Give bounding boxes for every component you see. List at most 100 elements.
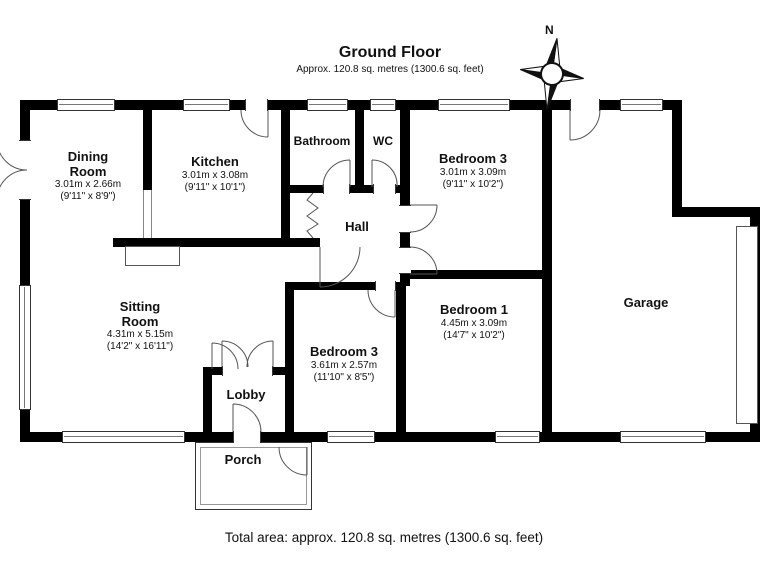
window-dining: [57, 99, 115, 111]
room-dims-imperial: (11'10" x 8'5"): [313, 371, 375, 383]
room-label-bedroom3-bottom: Bedroom 3 3.61m x 2.57m (11'10" x 8'5"): [284, 344, 404, 384]
door-gap-lobby-double: [222, 366, 273, 376]
door-arc-bedroom3-bottom: [367, 289, 396, 318]
wall-lobby-top-right: [273, 367, 294, 375]
door-arc-hall-south: [319, 246, 361, 288]
room-name: Bathroom: [293, 134, 351, 148]
room-name: Bedroom 3: [439, 151, 507, 166]
window-garage-top: [620, 99, 663, 111]
room-dims-metric: 3.01m x 2.66m: [54, 179, 122, 191]
fireplace: [125, 246, 180, 266]
wall-lobby-left: [203, 367, 212, 432]
room-dims-imperial: (9'11" x 10'2"): [442, 178, 504, 190]
room-name: Garage: [623, 295, 669, 310]
room-label-garage: Garage: [596, 295, 696, 311]
wall-dining-kitchen: [143, 110, 152, 190]
door-gap-bedroom3-bottom: [375, 281, 396, 291]
wall-bedroom3b-left: [285, 282, 294, 432]
room-dims-metric: 3.01m x 3.09m: [439, 166, 507, 178]
room-label-porch: Porch: [208, 452, 278, 468]
window-sitting-bottom: [62, 431, 185, 443]
room-label-bathroom: Bathroom: [285, 134, 359, 148]
door-gap-bedroom3-top: [399, 205, 411, 233]
wall-left: [20, 100, 30, 442]
wall-bathroom-bottom-left: [290, 185, 323, 193]
door-arc-lobby-right: [246, 340, 274, 368]
room-dims-metric: 3.61m x 2.57m: [310, 359, 378, 371]
room-label-dining: Dining Room 3.01m x 2.66m (9'11" x 8'9"): [33, 149, 143, 203]
window-bedroom1: [495, 431, 540, 443]
wall-top: [20, 100, 682, 110]
wall-kitchen-bottom: [113, 238, 320, 247]
door-gap-bathroom: [323, 184, 350, 194]
room-dims-imperial: (9'11" x 10'1"): [184, 181, 246, 193]
room-dims-metric: 3.01m x 3.08m: [181, 169, 249, 181]
window-bedroom3-bottom: [327, 431, 375, 443]
room-dims-metric: 4.31m x 5.15m: [106, 329, 174, 341]
door-gap-kitchen-back: [245, 99, 268, 111]
wall-hall-east-a: [400, 110, 410, 205]
garage-door: [736, 226, 758, 424]
wall-bathroom-wc-divider: [355, 110, 364, 193]
window-kitchen: [183, 99, 230, 111]
plan-subtitle: Approx. 120.8 sq. metres (1300.6 sq. fee…: [296, 63, 484, 75]
wall-bottom: [20, 432, 760, 442]
wall-wc-bottom-left: [364, 185, 373, 193]
wall-garage-right-upper: [672, 100, 682, 217]
door-gap-french-doors: [19, 140, 31, 200]
window-bedroom3-top: [438, 99, 510, 111]
compass-rose-icon: N: [520, 23, 584, 110]
door-gap-lobby-porch: [233, 431, 261, 443]
room-label-bedroom3-top: Bedroom 3 3.01m x 3.09m (9'11" x 10'2"): [408, 151, 538, 191]
room-name: Porch: [224, 452, 262, 467]
room-label-wc: WC: [362, 134, 404, 148]
door-arc-kitchen-back: [240, 109, 269, 138]
window-garage-bottom: [620, 431, 706, 443]
room-label-sitting: Sitting Room 4.31m x 5.15m (14'2" x 16'1…: [75, 299, 205, 353]
total-area-text: Total area: approx. 120.8 sq. metres (13…: [224, 530, 544, 545]
room-name: Bedroom 1: [440, 302, 508, 317]
wall-bedroom-divider: [405, 270, 552, 279]
room-name: Hall: [345, 219, 369, 234]
opening-dining-kitchen: [143, 190, 152, 238]
door-gap-garage-side: [570, 99, 600, 111]
wall-lobby-top-left: [203, 367, 222, 375]
wall-kitchen-right: [281, 110, 290, 247]
plan-title: Ground Floor: [338, 44, 442, 61]
room-name: Dining: [67, 149, 109, 164]
room-label-hall: Hall: [327, 219, 387, 235]
porch-glazing: [200, 447, 307, 505]
room-name: Kitchen: [191, 154, 239, 169]
door-arc-bathroom: [322, 159, 351, 188]
wall-garage-step: [672, 207, 760, 217]
door-arc-lobby-left: [221, 340, 249, 368]
zigzag-fold: [306, 192, 319, 239]
door-arc-lobby-porch: [232, 403, 262, 433]
room-label-kitchen: Kitchen 3.01m x 3.08m (9'11" x 10'1"): [155, 154, 275, 194]
room-dims-imperial: (9'11" x 8'9"): [60, 191, 116, 203]
compass-north-label: N: [545, 23, 554, 37]
room-dims-metric: 4.45m x 3.09m: [440, 317, 508, 329]
room-name: Room: [69, 163, 107, 179]
window-sitting-left: [19, 285, 31, 410]
window-bathroom: [307, 99, 348, 111]
room-label-lobby: Lobby: [211, 387, 281, 403]
room-name: Sitting: [119, 299, 161, 314]
door-gap-bedroom1: [399, 247, 411, 274]
wall-bedroom3b-right: [396, 282, 406, 432]
door-arc-bedroom3-top: [409, 204, 438, 233]
window-wc: [370, 99, 396, 111]
room-dims-imperial: (14'2" x 16'11"): [106, 341, 174, 353]
wall-hall-east-c: [400, 274, 410, 286]
room-name: Bedroom 3: [310, 344, 378, 359]
door-arc-wc: [371, 159, 398, 188]
door-arc-garage-side: [569, 109, 601, 141]
room-label-bedroom1: Bedroom 1 4.45m x 3.09m (14'7" x 10'2"): [409, 302, 539, 342]
page-title: Ground Floor Approx. 120.8 sq. metres (1…: [230, 44, 550, 75]
room-name: Room: [121, 313, 159, 329]
room-dims-imperial: (14'7" x 10'2"): [443, 329, 505, 341]
wall-bedroom3b-top: [285, 282, 375, 290]
room-name: Lobby: [226, 387, 266, 402]
wall-hall-east-b: [400, 233, 410, 247]
